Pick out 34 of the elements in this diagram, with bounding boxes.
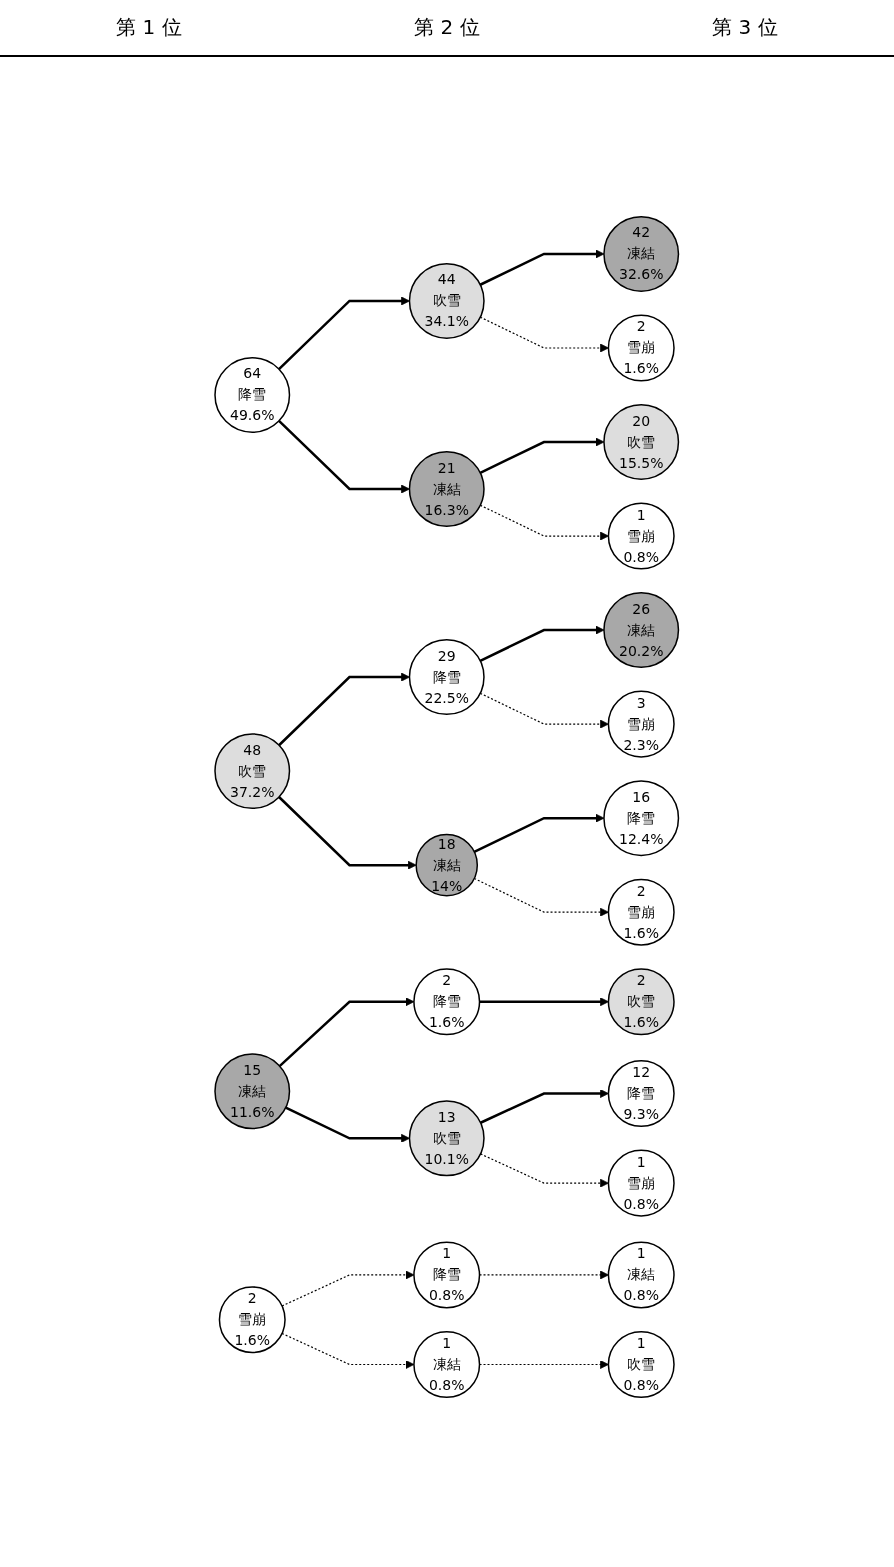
node-circle: 3 雪崩 2.3%: [607, 690, 675, 758]
node-circle: 48 吹雪 37.2%: [214, 733, 291, 810]
arrow: [473, 813, 605, 853]
node-circle: 2 雪崩 1.6%: [607, 314, 675, 382]
column-header: 第 3 位: [712, 14, 778, 41]
node-circle: 1 凍結 0.8%: [413, 1330, 481, 1399]
node-circle: 21 凍結 16.3%: [409, 451, 485, 527]
node-circle: 1 降雪 0.8%: [413, 1241, 481, 1309]
arrow: [479, 437, 605, 474]
column-header: 第 2 位: [414, 14, 480, 41]
node-circle: 20 吹雪 15.5%: [603, 404, 680, 480]
node-circle: 2 降雪 1.6%: [413, 968, 481, 1036]
node-circle: 44 吹雪 34.1%: [409, 262, 485, 339]
node-circle: 1 雪崩 0.8%: [607, 502, 675, 570]
arrow: [278, 796, 417, 870]
arrow: [479, 625, 605, 662]
node-circle: 29 降雪 22.5%: [409, 639, 485, 716]
node-circle: 1 凍結 0.8%: [607, 1241, 675, 1309]
node-circle: 15 凍結 11.6%: [214, 1053, 291, 1130]
node-circle: 16 降雪 12.4%: [603, 780, 680, 857]
column-header: 第 1 位: [116, 14, 182, 41]
node-circle: 1 吹雪 0.8%: [607, 1330, 675, 1399]
node-circle: 2 雪崩 1.6%: [607, 878, 675, 946]
node-circle: 2 雪崩 1.6%: [218, 1286, 287, 1354]
arrow: [279, 997, 415, 1067]
arrow: [479, 249, 605, 286]
node-circle: 26 凍結 20.2%: [603, 592, 680, 669]
node-circle: 13 吹雪 10.1%: [409, 1100, 485, 1177]
node-circle: 1 雪崩 0.8%: [607, 1149, 675, 1217]
node-circle: 42 凍結 32.6%: [603, 215, 680, 292]
node-circle: 64 降雪 49.6%: [214, 357, 291, 433]
node-circle: 18 凍結 14%: [415, 833, 479, 897]
node-circle: 12 降雪 9.3%: [607, 1060, 675, 1128]
node-circle: 2 吹雪 1.6%: [607, 968, 675, 1036]
